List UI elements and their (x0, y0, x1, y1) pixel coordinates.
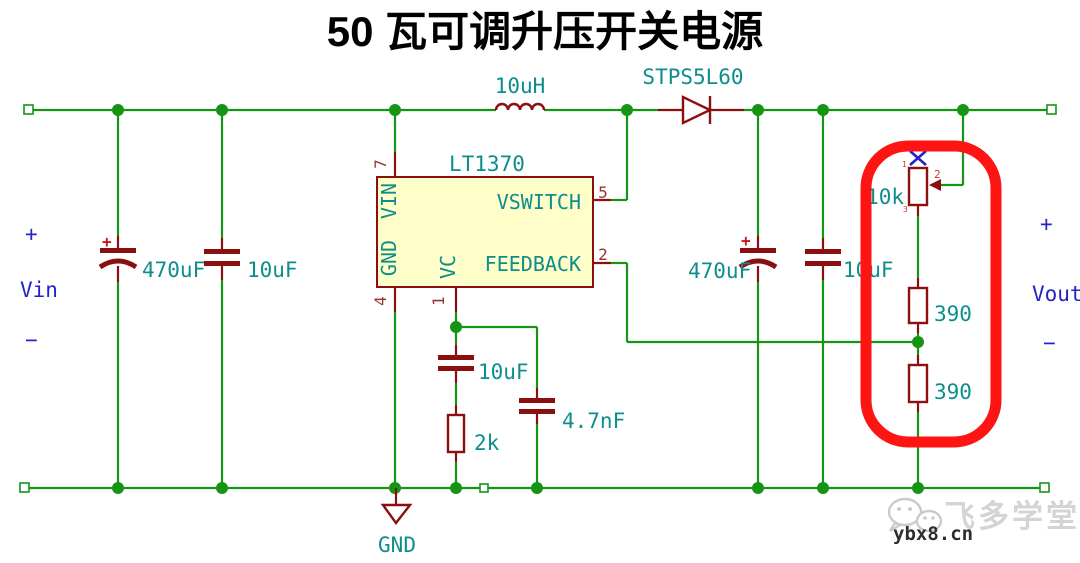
top-rail (23, 104, 1057, 115)
cap-in-bulk-value: 470uF (142, 258, 205, 282)
vin-minus-label: − (25, 328, 38, 352)
cap-comp-value: 10uF (478, 360, 529, 384)
vout-plus-label: + (1040, 212, 1053, 236)
highlight-box (860, 140, 1002, 448)
vc-compensation-network: 10uF 2k 4.7nF (438, 325, 625, 488)
polarity-plus-mark: + (102, 232, 112, 251)
watermark: 飞多学堂 ybx8.cn (887, 497, 1080, 545)
vin-label: Vin (20, 278, 58, 302)
inductor-value: 10uH (495, 74, 546, 98)
potentiometer-wiper-arrow-icon (929, 179, 941, 191)
pot-pin-number-1: 1 (902, 160, 907, 169)
page-title: 50 瓦可调升压开关电源 (327, 8, 763, 55)
ic-pin-vswitch-label: VSWITCH (497, 190, 581, 214)
vout-minus-label: − (1043, 331, 1056, 355)
vin-plus-label: + (25, 222, 38, 246)
polarity-plus-mark: + (741, 231, 751, 250)
potentiometer (907, 166, 929, 207)
ic-lt1370: LT1370 VIN GND VC VSWITCH FEEDBACK 7 4 1… (371, 110, 918, 488)
ground-triangle-icon (380, 503, 413, 526)
cap-in-ceramic-value: 10uF (247, 258, 298, 282)
junction-dots (112, 104, 969, 494)
ic-pin-number-4: 4 (371, 296, 390, 306)
wechat-icon (887, 497, 943, 533)
vin-plus-terminal (23, 104, 34, 115)
ic-pin-number-7: 7 (371, 159, 390, 169)
res-comp-value: 2k (474, 431, 500, 455)
ic-pin-vc-label: VC (436, 255, 460, 279)
unconnected-terminal (479, 483, 489, 493)
pot-value: 10k (866, 185, 904, 209)
pot-pin-number-3: 3 (903, 205, 908, 214)
ic-body (376, 176, 594, 288)
ic-pin-number-1: 1 (429, 296, 448, 306)
ground-symbol: GND (378, 488, 416, 557)
feedback-divider: 2 1 3 10k 390 390 (866, 110, 972, 488)
output-bulk-capacitor: + 470uF (688, 110, 778, 488)
input-ceramic-capacitor: 10uF (204, 110, 298, 488)
schottky-diode: STPS5L60 (642, 65, 744, 125)
watermark-site: ybx8.cn (893, 523, 973, 545)
inductor: 10uH (495, 74, 546, 111)
vout-minus-terminal (1039, 482, 1050, 493)
gnd-label: GND (378, 533, 416, 557)
res-divider-lower-value: 390 (934, 380, 972, 404)
no-connect-x-icon (909, 150, 927, 166)
vin-minus-terminal (19, 482, 30, 493)
ic-part-number: LT1370 (449, 152, 525, 176)
ic-pin-number-2: 2 (598, 245, 608, 264)
ic-pin-vin-label: VIN (377, 183, 401, 219)
cap-out-bulk-value: 470uF (688, 259, 751, 283)
ic-pin-gnd-label: GND (377, 240, 401, 276)
pot-pin-number-2: 2 (934, 168, 941, 181)
resistor-divider-lower (907, 363, 929, 404)
ic-pin-number-5: 5 (598, 183, 608, 202)
vout-label: Vout (1032, 282, 1080, 306)
input-bulk-capacitor: + 470uF (98, 110, 205, 488)
watermark-brand: 飞多学堂 (944, 499, 1080, 534)
port-labels: + Vin − + Vout − (20, 212, 1080, 355)
ic-pin-feedback-label: FEEDBACK (485, 252, 581, 276)
res-divider-upper-value: 390 (934, 302, 972, 326)
cap-filter-value: 4.7nF (562, 409, 625, 433)
resistor-comp (446, 413, 466, 454)
resistor-divider-upper (907, 286, 929, 325)
diode-part-number: STPS5L60 (642, 65, 743, 89)
vout-plus-terminal (1046, 104, 1057, 115)
